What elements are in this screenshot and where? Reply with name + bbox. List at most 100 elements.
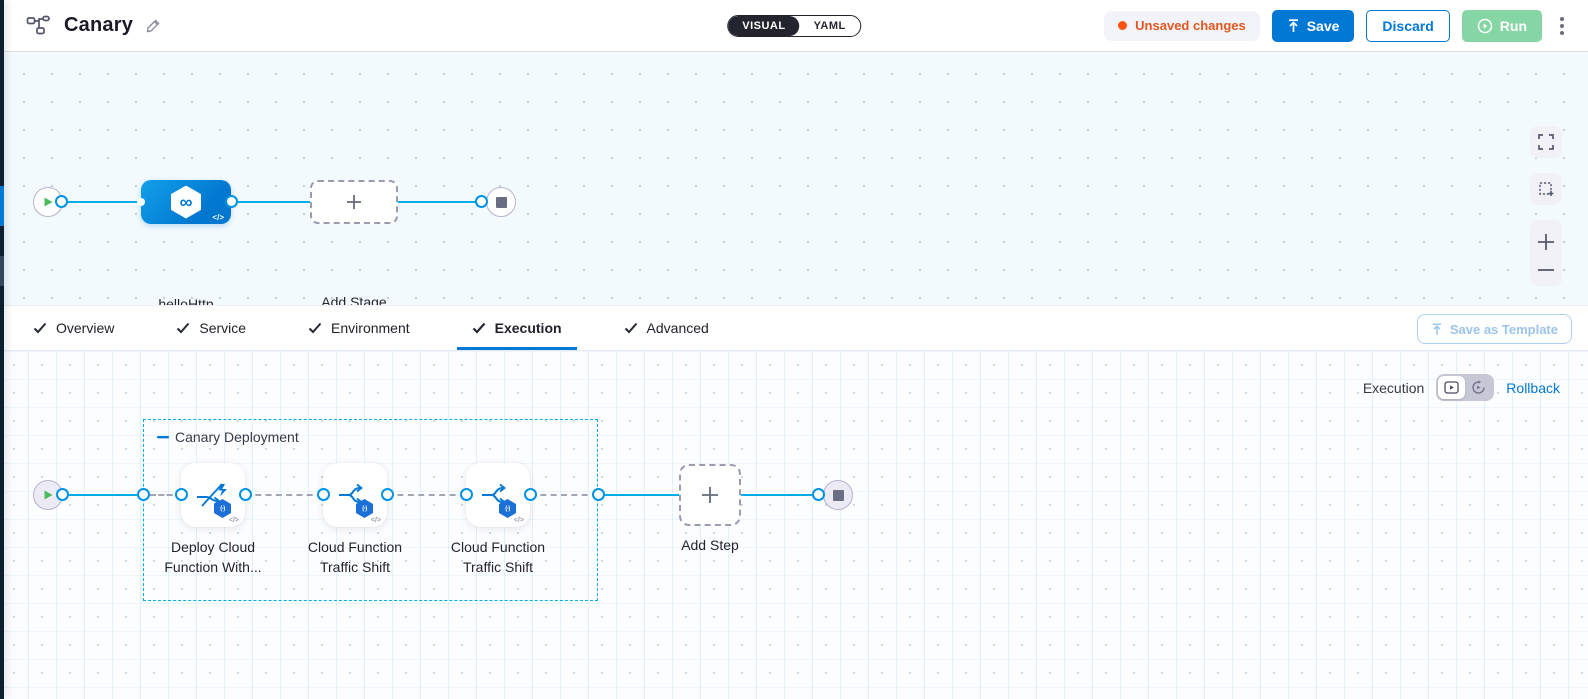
zoom-out-button[interactable] [1536,266,1556,274]
node-port[interactable] [225,195,238,208]
node-port[interactable] [56,488,69,501]
visual-yaml-toggle: VISUAL YAML [727,14,861,37]
edit-pencil-icon[interactable] [145,17,162,34]
node-port[interactable] [55,195,68,208]
stop-icon [832,489,844,501]
step-group-canary-deployment[interactable]: Canary Deployment [143,419,598,601]
stage-left-port [137,198,145,206]
connector [47,494,143,496]
zoom-in-button[interactable] [1536,232,1556,252]
tab-label: Service [199,320,247,336]
rollback-icon [1472,380,1485,394]
left-nav-dim-segment [0,256,4,286]
save-button-label: Save [1306,17,1340,34]
run-button[interactable]: Run [1461,9,1542,42]
discard-button-label: Discard [1382,17,1434,34]
step-port[interactable] [317,488,330,501]
step-group-header[interactable]: Canary Deployment [157,429,299,445]
step-port[interactable] [524,488,537,501]
connector [231,201,310,203]
execution-view-label: Execution [1362,379,1425,396]
step-port[interactable] [239,488,252,501]
node-port[interactable] [812,488,825,501]
connector [47,201,141,203]
step-port[interactable] [381,488,394,501]
check-icon [308,322,322,334]
fit-to-screen-button[interactable] [1530,173,1562,205]
step-group-title: Canary Deployment [175,429,299,445]
tab-label: Environment [331,320,410,336]
page-title: Canary [64,14,134,36]
save-button[interactable]: Save [1271,9,1355,42]
collapse-icon [157,435,169,438]
step-name-label: Cloud Function Traffic Shift [307,539,403,575]
save-as-template-label: Save as Template [1449,321,1558,337]
step-card-traffic-shift-1[interactable]: (-) </> [323,463,387,527]
connector [741,494,825,496]
rollback-link[interactable]: Rollback [1506,379,1560,396]
view-switch-pill [1436,374,1495,401]
tab-environment[interactable]: Environment [293,306,425,350]
step-port[interactable] [175,488,188,501]
execution-view-button[interactable] [1438,376,1466,399]
tab-overview[interactable]: Overview [18,306,129,350]
stage-card-hellohttp[interactable]: ∞ </> [137,180,235,224]
pipeline-header: Canary VISUAL YAML Unsaved changes Save … [0,0,1588,52]
unsaved-dot-icon [1118,21,1128,30]
plus-icon [347,195,361,209]
save-as-template-button[interactable]: Save as Template [1416,314,1572,344]
code-icon: </> [370,517,381,524]
add-step-label: Add Step [681,537,739,553]
code-icon: </> [228,517,239,524]
connector [398,201,481,203]
execution-canvas[interactable]: Execution Rollback [0,351,1588,699]
group-out-port[interactable] [592,488,605,501]
connector [598,494,679,496]
pipeline-icon [26,15,52,37]
play-icon [44,197,53,207]
code-icon: </> [513,517,524,524]
more-options-menu[interactable] [1554,13,1570,39]
discard-button[interactable]: Discard [1366,9,1450,42]
stage-config-tabs: Overview Service Environment Execution A… [0,305,1588,351]
step-name-label: Cloud Function Traffic Shift [450,539,546,575]
collapsed-left-nav[interactable] [0,0,4,699]
toggle-visual[interactable]: VISUAL [728,15,800,36]
step-card-deploy-cloud-function[interactable]: (-) </> [181,463,245,527]
tab-label: Overview [56,320,115,336]
zoom-controls [1530,220,1562,286]
upload-icon [1432,322,1441,335]
fullscreen-button[interactable] [1530,126,1562,158]
step-name-label: Deploy Cloud Function With... [164,539,262,575]
cloud-function-badge-icon: (-) [214,499,231,518]
add-step-button[interactable] [679,464,741,526]
pipeline-end-node[interactable] [486,187,516,217]
add-stage-button[interactable] [310,180,398,224]
stop-icon [495,196,507,208]
node-port[interactable] [475,195,488,208]
rollback-view-button[interactable] [1465,376,1492,399]
check-icon [177,322,190,334]
group-in-port[interactable] [137,488,150,501]
run-button-label: Run [1499,17,1527,34]
step-port[interactable] [460,488,473,501]
play-icon [44,490,53,500]
check-icon [472,322,485,334]
fullscreen-icon [1538,134,1554,150]
tab-execution[interactable]: Execution [456,306,577,350]
toggle-yaml[interactable]: YAML [813,19,846,32]
unsaved-changes-badge: Unsaved changes [1104,10,1260,41]
tab-service[interactable]: Service [161,306,261,350]
execution-flow-icon [1444,381,1459,394]
left-nav-active-segment [0,186,4,226]
execution-end-node[interactable] [823,480,853,510]
play-circle-icon [1477,18,1493,33]
step-card-traffic-shift-2[interactable]: (-) </> [466,463,530,527]
pipeline-stage-canvas[interactable]: ∞ </> helloHttp Add Stage [0,52,1588,312]
cloud-function-badge-icon: (-) [356,499,373,518]
check-icon [33,322,47,334]
selection-icon [1538,181,1553,196]
upload-icon [1288,18,1298,32]
tab-advanced[interactable]: Advanced [609,306,724,350]
harness-cd-icon: ∞ [171,185,201,219]
